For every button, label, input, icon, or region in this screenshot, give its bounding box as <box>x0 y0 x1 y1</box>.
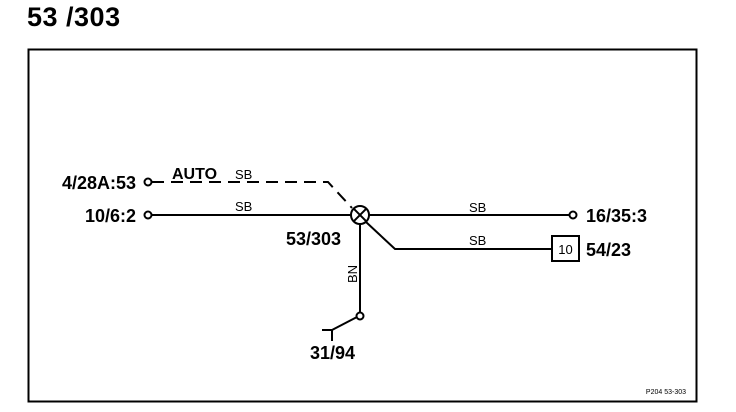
page-title: 53 /303 <box>27 2 121 32</box>
box-number: 10 <box>558 242 572 257</box>
auto-label: AUTO <box>172 166 217 183</box>
ground-label: 31/94 <box>310 343 355 363</box>
auto-wire <box>152 181 353 209</box>
left-wire-color: SB <box>235 199 252 214</box>
down-wire-color: BN <box>345 265 360 283</box>
terminal-left-top: 4/28A:53 <box>62 173 136 193</box>
terminal-right-box: 54/23 <box>586 240 631 260</box>
box-wire-color: SB <box>469 233 486 248</box>
diagram-frame <box>27 48 698 403</box>
terminal-right-top-circle <box>568 210 578 220</box>
terminal-left-mid: 10/6:2 <box>85 206 136 226</box>
junction-icon <box>350 205 370 225</box>
switch-lever <box>331 316 358 331</box>
switch-contact-circle <box>355 311 365 321</box>
right-top-wire-color: SB <box>469 200 486 215</box>
terminal-left-mid-circle <box>143 210 153 220</box>
terminal-left-top-circle <box>143 177 153 187</box>
footer-code: P204 53-303 <box>646 389 686 396</box>
junction-label: 53/303 <box>286 229 341 249</box>
terminal-right-top: 16/35:3 <box>586 206 647 226</box>
box-wire <box>365 221 552 250</box>
connector-box <box>551 235 580 262</box>
auto-wire-color: SB <box>235 167 252 182</box>
